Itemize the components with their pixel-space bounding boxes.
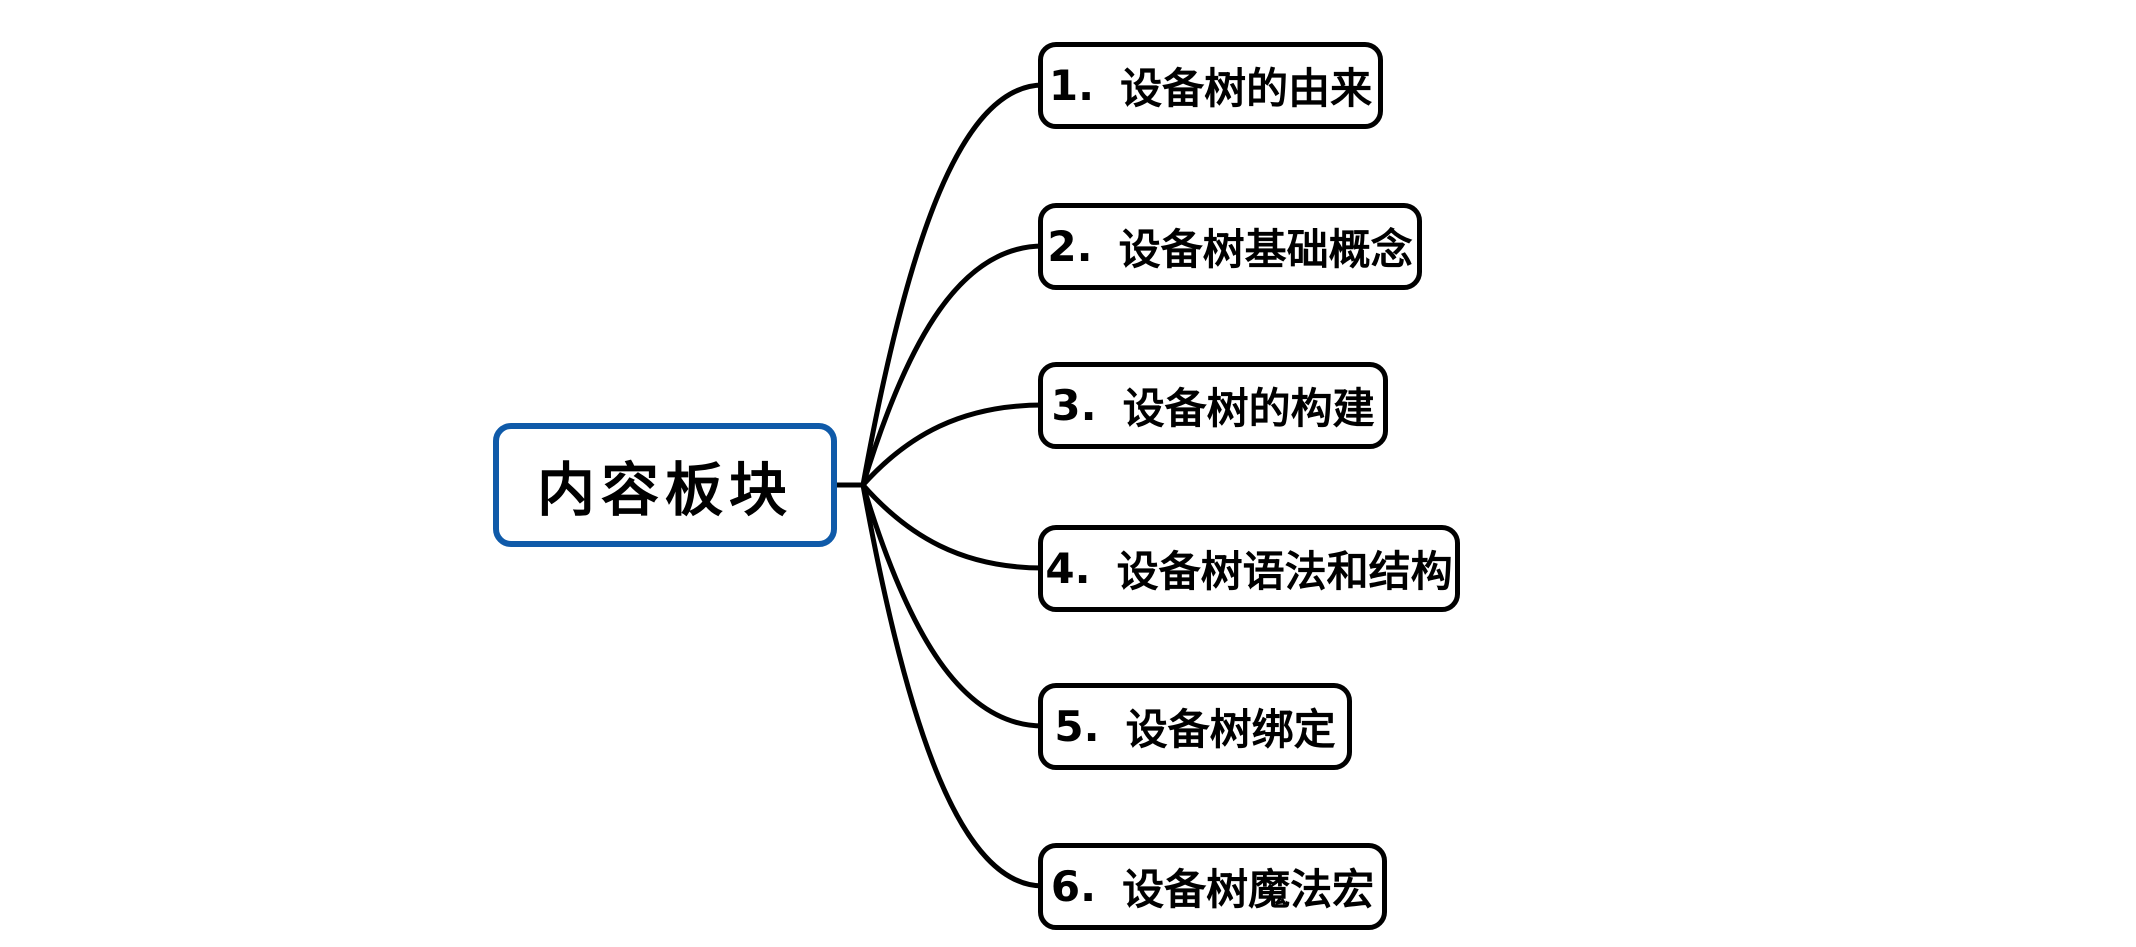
branch-node-2[interactable]: 2. 设备树基础概念 (1038, 203, 1422, 290)
connector-path-1 (860, 82, 1046, 488)
branch-label: 设备树魔法宏 (1122, 865, 1375, 914)
branch-node-6[interactable]: 6. 设备树魔法宏 (1038, 843, 1387, 930)
branch-label: 设备树语法和结构 (1116, 547, 1453, 596)
branch-label: 设备树绑定 (1125, 705, 1336, 754)
branch-number: 4. (1045, 544, 1091, 593)
branch-node-3[interactable]: 3. 设备树的构建 (1038, 362, 1388, 449)
branch-number: 3. (1051, 381, 1097, 430)
branch-label: 设备树基础概念 (1118, 225, 1413, 274)
branch-number: 5. (1054, 702, 1100, 751)
connector-path-4 (860, 482, 1046, 571)
connector-path-6 (860, 482, 1046, 889)
branch-node-1[interactable]: 1. 设备树的由来 (1038, 42, 1383, 129)
connector-path-2 (860, 243, 1046, 488)
branch-node-4[interactable]: 4. 设备树语法和结构 (1038, 525, 1460, 612)
branch-number: 1. (1048, 61, 1095, 110)
branch-number: 6. (1050, 862, 1097, 911)
central-node-label: 内容板块 (536, 456, 793, 524)
connector-path-3 (860, 402, 1046, 488)
central-node[interactable]: 内容板块 (493, 423, 837, 547)
branch-label: 设备树的由来 (1120, 64, 1373, 113)
branch-node-5[interactable]: 5. 设备树绑定 (1038, 683, 1352, 770)
connector-path-5 (860, 482, 1046, 729)
branch-label: 设备树的构建 (1122, 384, 1375, 433)
branch-number: 2. (1047, 222, 1093, 271)
